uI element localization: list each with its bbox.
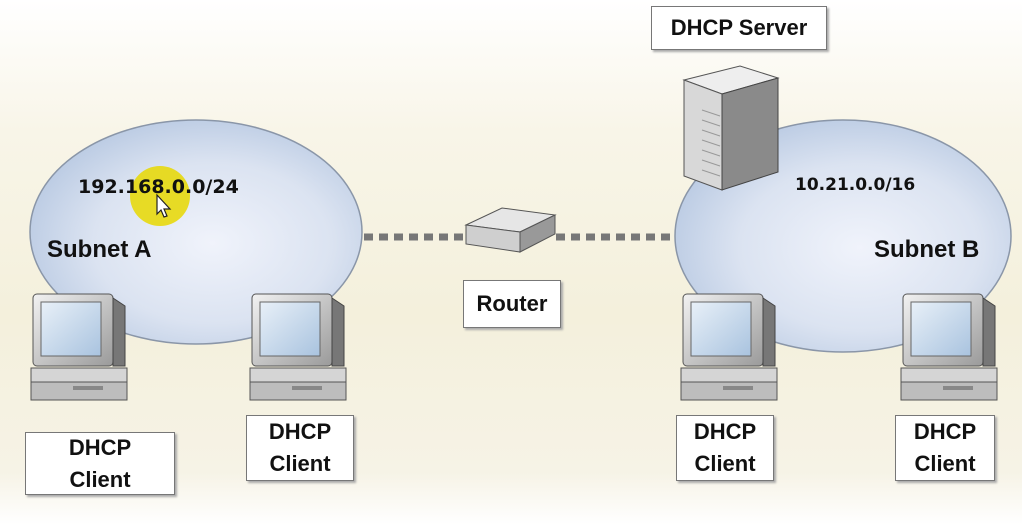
subnet-b-name: Subnet B (874, 236, 980, 263)
subnet-a-cloud (29, 119, 363, 345)
client-label: DHCP Client (246, 415, 354, 481)
dhcp-server-label: DHCP Server (651, 6, 827, 50)
cursor-highlight (130, 166, 190, 226)
server-icon (682, 65, 780, 191)
subnet-a-name: Subnet A (47, 236, 152, 263)
client-computer-icon (900, 293, 998, 401)
subnet-b-network: 10.21.0.0/16 (795, 175, 916, 195)
client-label: DHCP Client (895, 415, 995, 481)
client-computer-icon (30, 293, 128, 401)
router-icon (464, 207, 557, 253)
pointer-arrow-icon (156, 193, 172, 218)
subnet-a-network: 192.168.0.0/24 (78, 176, 239, 198)
client-computer-icon (249, 293, 347, 401)
router-label: Router (463, 280, 561, 328)
client-label: DHCP Client (25, 432, 175, 495)
client-label: DHCP Client (676, 415, 774, 481)
client-computer-icon (680, 293, 778, 401)
